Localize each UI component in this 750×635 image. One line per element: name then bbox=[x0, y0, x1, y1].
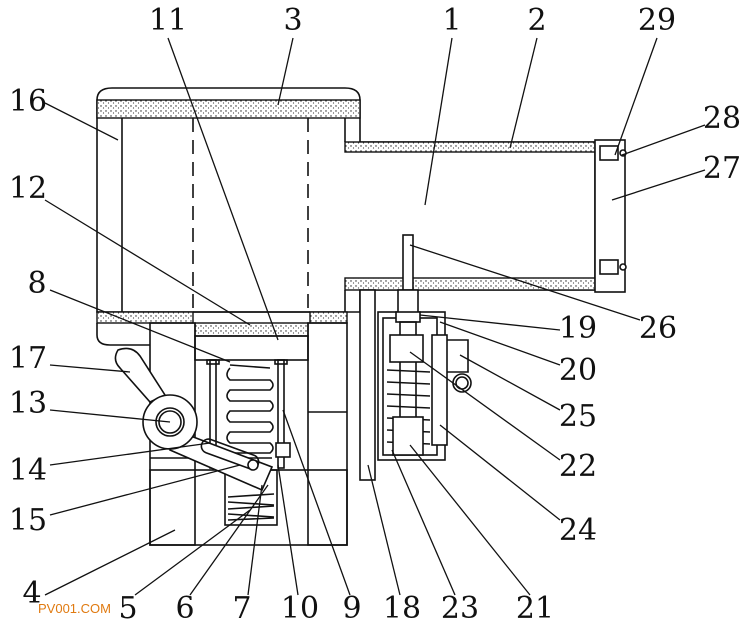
label-10: 10 bbox=[281, 591, 319, 626]
label-23: 23 bbox=[441, 591, 479, 626]
label-2: 2 bbox=[527, 3, 546, 38]
end-cap bbox=[594, 139, 627, 293]
label-8: 8 bbox=[27, 266, 46, 301]
label-24: 24 bbox=[559, 513, 597, 548]
label-19: 19 bbox=[559, 311, 597, 346]
label-15: 15 bbox=[9, 503, 47, 538]
label-14: 14 bbox=[9, 453, 47, 488]
label-7: 7 bbox=[232, 591, 251, 626]
label-21: 21 bbox=[516, 591, 554, 626]
label-18: 18 bbox=[383, 591, 421, 626]
leader-lines bbox=[44, 37, 706, 596]
part-labels: 1 2 3 11 29 16 28 27 12 8 26 19 20 17 13… bbox=[9, 3, 741, 626]
label-16: 16 bbox=[9, 84, 47, 119]
label-9: 9 bbox=[342, 591, 361, 626]
label-27: 27 bbox=[703, 151, 741, 186]
label-17: 17 bbox=[9, 341, 47, 376]
label-6: 6 bbox=[175, 591, 194, 626]
label-20: 20 bbox=[559, 353, 597, 388]
label-1: 1 bbox=[442, 3, 461, 38]
label-5: 5 bbox=[118, 591, 137, 626]
label-29: 29 bbox=[638, 3, 676, 38]
label-28: 28 bbox=[703, 101, 741, 136]
label-26: 26 bbox=[639, 311, 677, 346]
label-22: 22 bbox=[559, 449, 597, 484]
right-assembly bbox=[359, 234, 472, 481]
housing-body bbox=[96, 87, 596, 337]
label-25: 25 bbox=[559, 399, 597, 434]
label-12: 12 bbox=[9, 171, 47, 206]
label-11: 11 bbox=[149, 3, 187, 38]
label-13: 13 bbox=[9, 386, 47, 421]
label-3: 3 bbox=[283, 3, 302, 38]
label-4: 4 bbox=[22, 576, 41, 611]
watermark: PV001.COM bbox=[38, 601, 111, 616]
